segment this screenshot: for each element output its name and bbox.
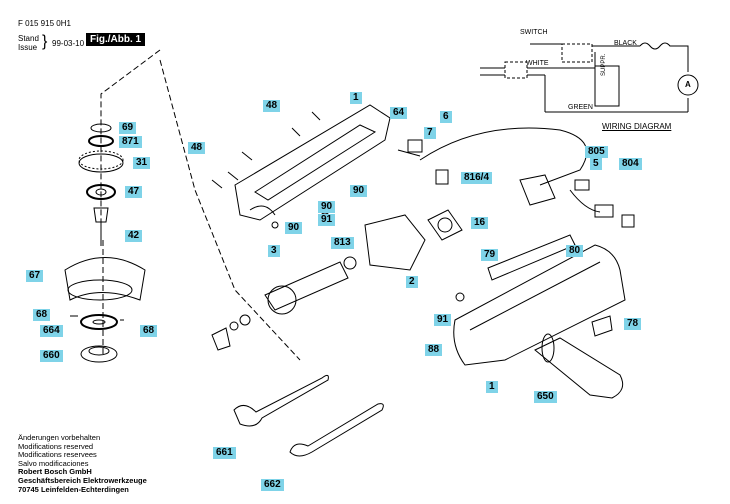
part-label: 5: [590, 158, 602, 170]
part-label: 7: [424, 127, 436, 139]
part-label: 79: [481, 249, 499, 261]
footer-company: Robert Bosch GmbH: [18, 467, 92, 477]
part-label: 80: [566, 245, 584, 257]
part-label: 88: [425, 344, 443, 356]
part-label: 42: [125, 230, 143, 242]
part-label: 804: [619, 158, 642, 170]
part-871-ring: [88, 135, 114, 147]
part-label: 16: [471, 217, 489, 229]
issue-date: 99-03-10: [52, 39, 85, 48]
part-label: 47: [125, 186, 143, 198]
part-label: 1: [486, 381, 498, 393]
part-label: 660: [40, 350, 63, 362]
part-label: 91: [318, 214, 336, 226]
footer-line: Salvo modificaciones: [18, 458, 89, 468]
part-660-nut: [80, 345, 118, 363]
part-label: 650: [534, 391, 557, 403]
part-label: 664: [40, 325, 63, 337]
part-label: 67: [26, 270, 44, 282]
part-661-spanner: [233, 374, 329, 427]
part-label: 68: [33, 309, 51, 321]
part-label: 662: [261, 479, 284, 491]
wiring-motor-label: A: [685, 80, 691, 89]
part-label: 816/4: [461, 172, 493, 184]
stand-label: Stand: [18, 34, 39, 43]
wiring-motor: [677, 74, 699, 96]
part-42-spindle: [93, 207, 109, 223]
wiring-white-label: WHITE: [526, 60, 549, 67]
part-1-gear-housing: [234, 104, 391, 221]
part-label: 90: [285, 222, 303, 234]
part-label: 90: [318, 201, 336, 213]
wiring-black-label: BLACK: [614, 40, 637, 47]
part-47-bearing: [86, 184, 116, 200]
wiring-switch-label: SWITCH: [520, 29, 548, 36]
part-label: 68: [140, 325, 158, 337]
part-67-guard: [64, 257, 146, 301]
wiring-suppr-label: SUPPR.: [601, 53, 607, 76]
wiring-green-label: GREEN: [568, 104, 593, 111]
footer-division: Geschäftsbereich Elektrowerkzeuge: [18, 475, 147, 485]
part-650-handle: [534, 337, 624, 399]
part-label: 1: [350, 92, 362, 104]
doc-number: F 015 915 0H1: [18, 19, 71, 28]
part-664-flange: [80, 314, 118, 330]
footer-line: Modifications reserved: [18, 441, 94, 451]
wiring-switch-box: [561, 43, 593, 63]
part-label: 64: [390, 107, 408, 119]
part-1-motor-housing: [453, 244, 626, 366]
issue-label: Issue: [18, 43, 38, 52]
part-3-armature: [264, 261, 349, 311]
part-label: 6: [440, 111, 452, 123]
part-2-stator: [364, 214, 426, 271]
footer-line: Modifications reservees: [18, 450, 97, 460]
part-label: 31: [133, 157, 151, 169]
footer-line: Änderungen vorbehalten: [18, 433, 101, 442]
footer-address: 70745 Leinfelden-Echterdingen: [18, 484, 129, 494]
part-label: 3: [268, 245, 280, 257]
part-6-cable: [419, 127, 588, 186]
part-label: 871: [119, 136, 142, 148]
part-label: 813: [331, 237, 354, 249]
brace: }: [42, 33, 48, 50]
part-label: 69: [119, 122, 137, 134]
part-label: 91: [434, 314, 452, 326]
wiring-diagram-title: WIRING DIAGRAM: [602, 122, 672, 131]
footer-notice: Änderungen vorbehalten Modifications res…: [18, 433, 147, 494]
part-label: 90: [350, 185, 368, 197]
part-label: 48: [188, 142, 206, 154]
part-69-ring: [90, 123, 112, 133]
part-label: 2: [406, 276, 418, 288]
part-label: 661: [213, 447, 236, 459]
part-662-spanner: [289, 403, 384, 457]
wiring-suppressor: [594, 65, 620, 107]
part-label: 805: [585, 146, 608, 158]
part-79-plate: [487, 234, 576, 281]
part-31-gear: [78, 153, 124, 173]
part-label: 78: [624, 318, 642, 330]
figure-badge: Fig./Abb. 1: [86, 33, 146, 46]
part-label: 48: [263, 100, 281, 112]
